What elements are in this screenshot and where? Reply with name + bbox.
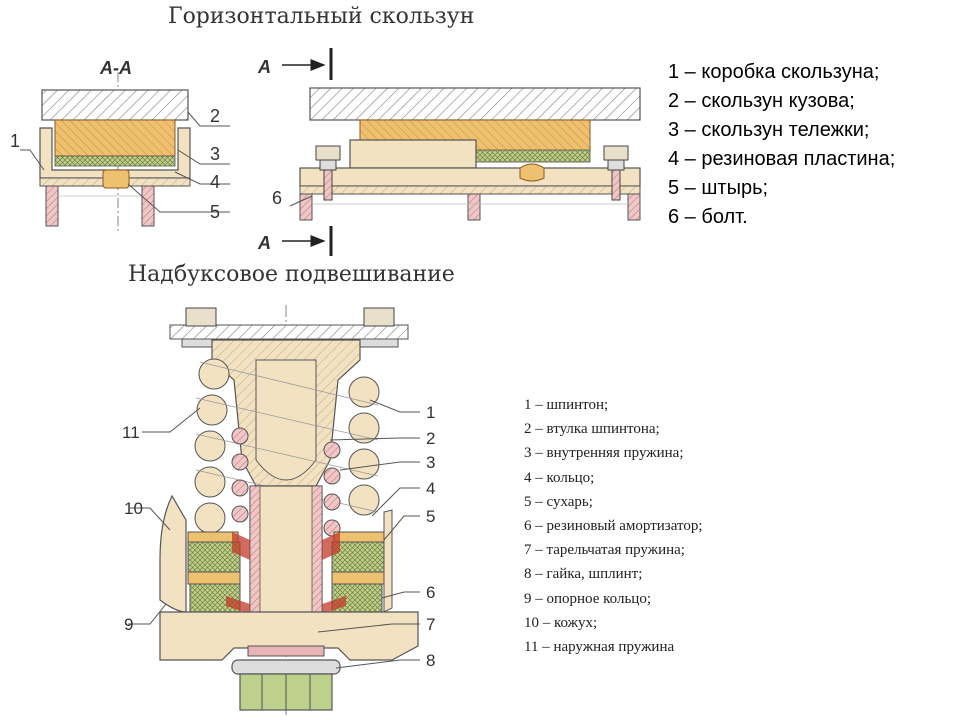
- axlebox-callout-6: 6: [426, 583, 435, 602]
- axlebox-callout-10: 10: [124, 499, 143, 518]
- axlebox-callout-2: 2: [426, 429, 435, 448]
- axlebox-callout-7: 7: [426, 615, 435, 634]
- axlebox-legend-item: 8 – гайка, шплинт;: [524, 566, 643, 583]
- slider-legend: 1 – коробка скользуна; 2 – скользун кузо…: [668, 58, 895, 232]
- section-a-top-label: A: [257, 57, 271, 77]
- axlebox-legend-item: 4 – кольцо;: [524, 469, 595, 486]
- inner-spring: [231, 427, 341, 537]
- axlebox-drawing: [159, 305, 419, 715]
- axlebox-title: Надбуксовое подвешивание: [128, 262, 455, 287]
- axlebox-callout-1: 1: [426, 403, 435, 422]
- outer-spring: [194, 358, 380, 534]
- axlebox-legend-item: 2 – втулка шпинтона;: [524, 421, 660, 438]
- slider-legend-item: 4 – резиновая пластина;: [668, 148, 896, 170]
- axlebox-legend-item: 10 – кожух;: [524, 614, 598, 631]
- left-bolt: [315, 145, 341, 201]
- slider-title: Горизонтальный скользун: [168, 4, 475, 29]
- section-arrows: [282, 48, 333, 256]
- slider-side-view: [289, 87, 641, 221]
- slider-legend-item: 2 – скользун кузова;: [668, 90, 855, 112]
- axlebox-legend-item: 6 – резиновый амортизатор;: [524, 518, 703, 535]
- axlebox-callout-5: 5: [426, 507, 435, 526]
- axlebox-legend-item: 9 – опорное кольцо;: [524, 590, 651, 607]
- slider-callout-1: 1: [10, 131, 20, 151]
- slider-legend-item: 6 – болт.: [668, 206, 748, 228]
- axlebox-leaders: [128, 399, 420, 669]
- axlebox-callout-4: 4: [426, 479, 435, 498]
- slider-legend-item: 5 – штырь;: [668, 177, 769, 199]
- axlebox-legend-item: 1 – шпинтон;: [524, 397, 609, 413]
- axlebox-callout-11: 11: [122, 423, 140, 442]
- section-a-bottom-label: A: [257, 233, 271, 253]
- slider-legend-item: 1 – коробка скользуна;: [668, 61, 880, 83]
- axlebox-legend-item: 11 – наружная пружина: [524, 639, 675, 656]
- slider-callout-6: 6: [272, 188, 282, 208]
- slider-callout-3: 3: [210, 144, 220, 164]
- section-aa-label: A-A: [99, 58, 132, 78]
- right-bolt: [603, 145, 629, 201]
- slider-callout-5: 5: [210, 202, 220, 222]
- axlebox-callout-8: 8: [426, 651, 435, 670]
- axlebox-callout-3: 3: [426, 453, 435, 472]
- axlebox-callout-9: 9: [124, 615, 133, 634]
- section-aa-leaders: [20, 111, 230, 213]
- section-aa-view: [39, 72, 191, 232]
- slider-callout-4: 4: [210, 172, 220, 192]
- axlebox-legend-item: 5 – сухарь;: [524, 493, 593, 510]
- axlebox-legend-item: 7 – тарельчатая пружина;: [524, 542, 685, 559]
- slider-callout-2: 2: [210, 106, 220, 126]
- slider-legend-item: 3 – скользун тележки;: [668, 119, 870, 141]
- axlebox-legend: 1 – шпинтон; 2 – втулка шпинтона; 3 – вн…: [524, 393, 703, 659]
- axlebox-legend-item: 3 – внутренняя пружина;: [524, 445, 684, 462]
